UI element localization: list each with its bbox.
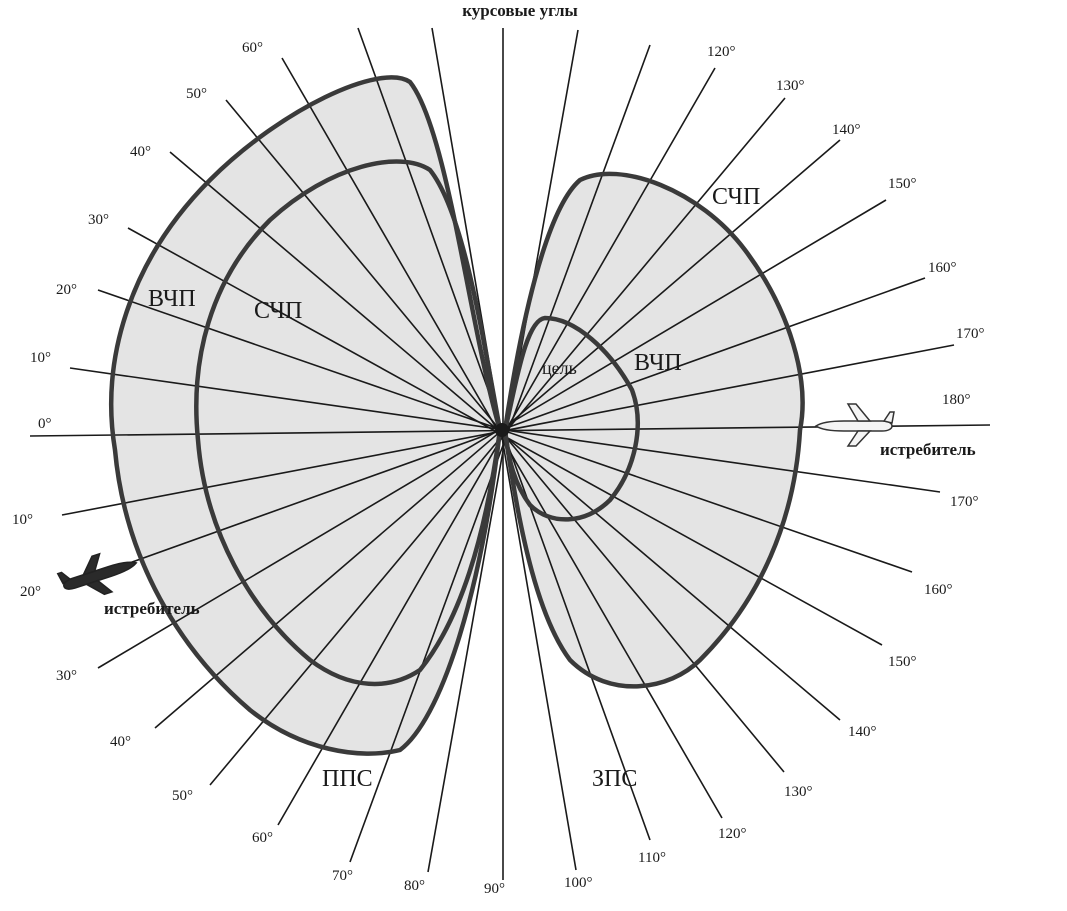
angle-label-70-lower: 70° (332, 868, 353, 884)
angle-label-40-lower: 40° (110, 734, 131, 750)
region-schp-right: СЧП (712, 184, 760, 210)
airplane-icon (814, 403, 895, 447)
airplane-icon (56, 552, 138, 596)
diagram-title: курсовые углы (462, 1, 578, 20)
angle-label-120: 120° (707, 44, 736, 60)
region-schp-left: СЧП (254, 298, 302, 324)
angle-label-50: 50° (186, 86, 207, 102)
angle-label-30-lower: 30° (56, 668, 77, 684)
angle-label-140: 140° (832, 122, 861, 138)
right-inner-boundary (502, 315, 640, 522)
angle-label-100-lower: 100° (564, 875, 593, 891)
angle-label-80-lower: 80° (404, 878, 425, 894)
angle-label-90-lower: 90° (484, 881, 505, 897)
angle-label-130: 130° (776, 78, 805, 94)
angle-label-50-lower: 50° (172, 788, 193, 804)
angle-label-20-lower: 20° (20, 584, 41, 600)
fighter-left: истребитель (56, 552, 200, 618)
angle-label-160: 160° (928, 260, 957, 276)
region-labels: ВЧП СЧП СЧП ВЧП цель ППС ЗПС (148, 184, 760, 792)
left-outer-boundary (109, 75, 503, 756)
fighter-left-label: истребитель (104, 599, 200, 618)
angle-label-120-lower: 120° (718, 826, 747, 842)
region-vchp-left: ВЧП (148, 286, 196, 312)
angle-label-130-lower: 130° (784, 784, 813, 800)
angle-label-60: 60° (242, 40, 263, 56)
fighter-right: истребитель (814, 403, 976, 459)
angle-label-160-lower: 160° (924, 582, 953, 598)
angle-label-170-lower: 170° (950, 494, 979, 510)
angle-label-60-lower: 60° (252, 830, 273, 846)
left-lobe-fill (111, 77, 501, 754)
region-target: цель (542, 358, 577, 378)
fighter-right-label: истребитель (880, 440, 976, 459)
region-zps: ЗПС (592, 766, 637, 792)
angle-label-0: 0° (38, 416, 52, 432)
region-pps: ППС (322, 766, 373, 792)
angle-label-20: 20° (56, 282, 77, 298)
center-point (495, 423, 509, 437)
right-outer-boundary (502, 171, 805, 689)
angle-label-140-lower: 140° (848, 724, 877, 740)
angle-label-180: 180° (942, 392, 971, 408)
region-vchp-right: ВЧП (634, 350, 682, 376)
angle-label-170: 170° (956, 326, 985, 342)
bottom-angle-labels: 10° 20° 30° 40° 50° 60° 70° 80° 90° 100°… (12, 494, 979, 897)
zone-outlines (109, 75, 805, 756)
left-inner-boundary (194, 159, 503, 687)
angle-label-150: 150° (888, 176, 917, 192)
angle-label-110-lower: 110° (638, 850, 666, 866)
angle-label-40: 40° (130, 144, 151, 160)
angle-label-30: 30° (88, 212, 109, 228)
angle-label-10: 10° (30, 350, 51, 366)
top-angle-labels: 0° 10° 20° 30° 40° 50° 60° 120° 130° 140… (30, 40, 985, 432)
angle-label-150-lower: 150° (888, 654, 917, 670)
angle-label-10-lower: 10° (12, 512, 33, 528)
